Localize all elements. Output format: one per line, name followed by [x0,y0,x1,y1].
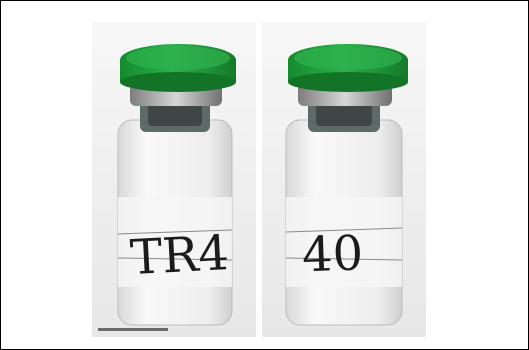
vial-label [286,197,402,287]
vial-label [118,197,232,287]
vial-photo-right: 40 [262,22,426,337]
scale-bar [98,328,168,331]
handwritten-label-right: 40 [301,225,364,283]
handwritten-label-left: TR4 [129,225,230,286]
vial-photo-left: TR4 [92,22,256,337]
